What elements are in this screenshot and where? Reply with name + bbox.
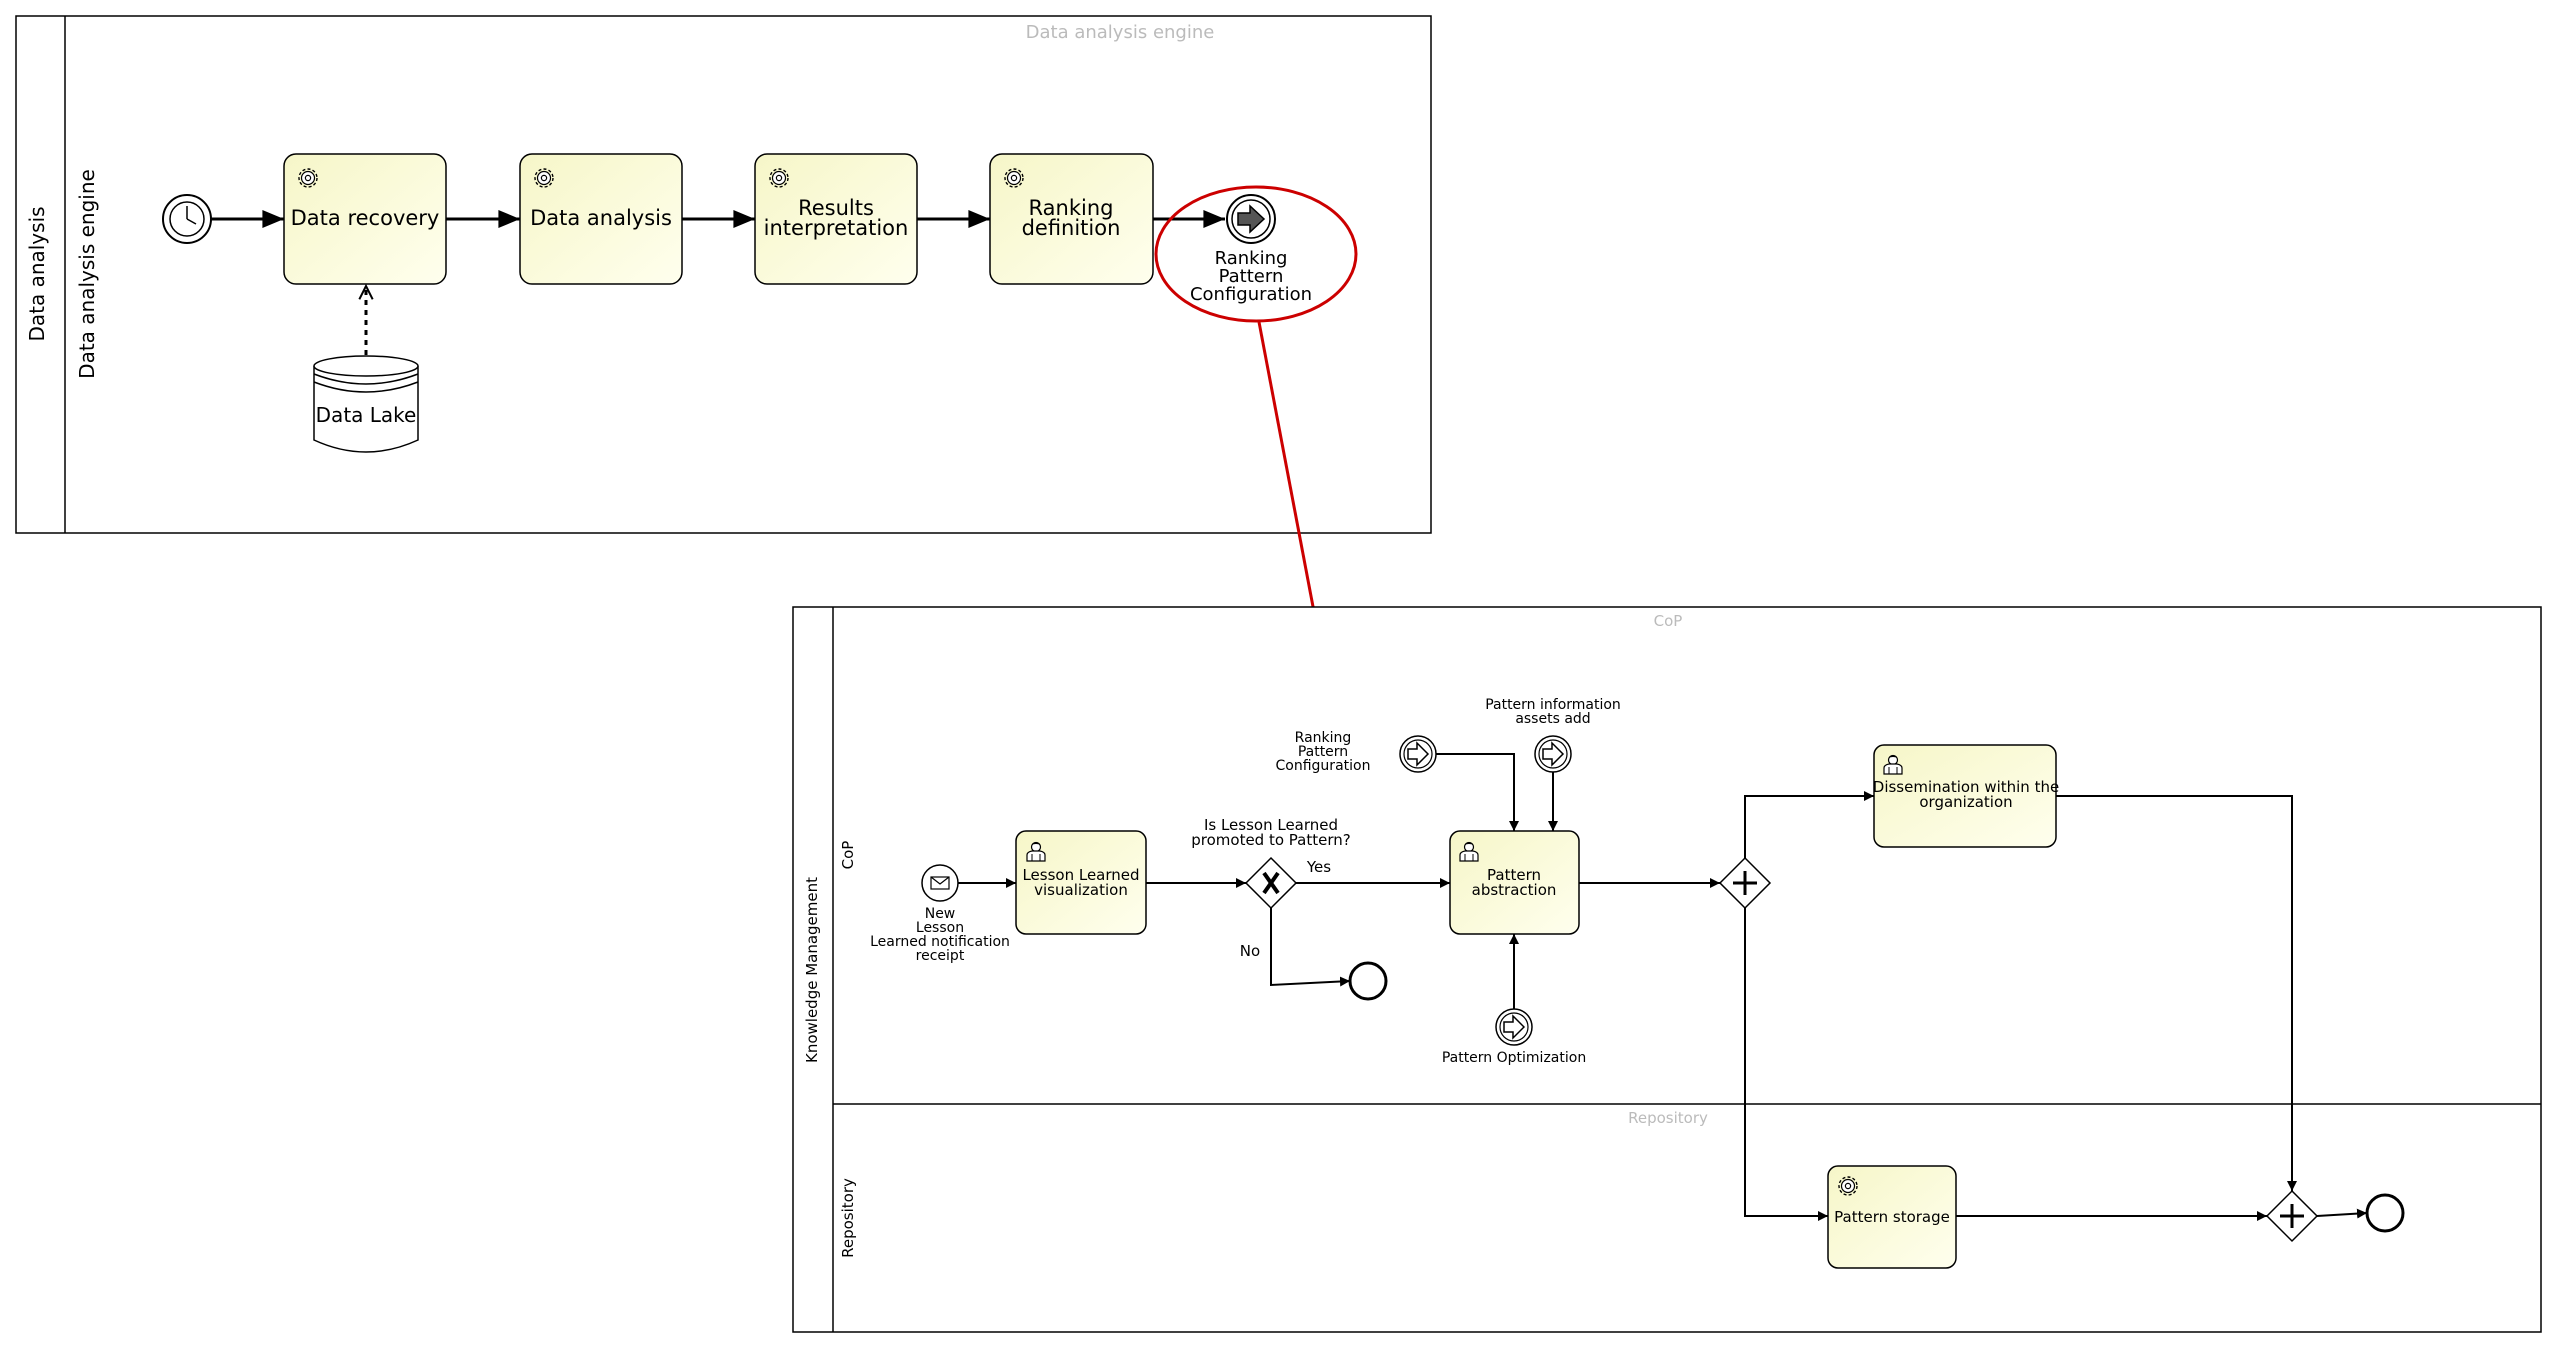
plus-icon (2280, 1204, 2304, 1228)
data-lake-label: Data Lake (316, 403, 417, 427)
x-icon (1262, 871, 1280, 895)
highlight-ellipse (1154, 185, 1358, 323)
no-label: No (1240, 942, 1260, 960)
pool-knowledge-management-label: Knowledge Management (803, 877, 821, 1063)
lane-repository-header: Repository (1628, 1109, 1708, 1127)
task-data-analysis-label: Data analysis (530, 206, 672, 230)
arrow-right-icon (1237, 204, 1266, 234)
pool-knowledge-management[interactable]: Knowledge Management CoP Repository CoP … (792, 606, 2542, 1333)
event-optimization-label: Pattern Optimization (1442, 1050, 1586, 1066)
task-data-recovery-label: Data recovery (291, 206, 440, 230)
event-pattern-optimization[interactable]: Pattern Optimization (1442, 1008, 1586, 1066)
pool-data-analysis[interactable]: Data analysis Data analysis engine Data … (15, 15, 1432, 534)
lane-data-analysis-engine-header: Data analysis engine (1026, 22, 1215, 43)
pool-data-analysis-label: Data analysis (25, 206, 49, 341)
lane-data-analysis-engine-label: Data analysis engine (75, 169, 99, 379)
plus-icon (1733, 871, 1757, 895)
lane-repository-label: Repository (839, 1178, 857, 1258)
data-store-data-lake[interactable]: Data Lake (313, 355, 419, 453)
parallel-gateway-join[interactable] (2265, 1189, 2319, 1243)
lane-cop-label: CoP (839, 841, 857, 870)
task-pattern-storage[interactable]: Pattern storage (1827, 1165, 1957, 1269)
lane-cop-header: CoP (1654, 612, 1683, 630)
task-data-recovery[interactable]: Data recovery (283, 153, 447, 285)
end-event-no[interactable] (1348, 961, 1388, 1001)
task-pattern-storage-label: Pattern storage (1834, 1208, 1950, 1226)
arrow-right-icon (1542, 741, 1565, 767)
task-data-analysis[interactable]: Data analysis (519, 153, 683, 285)
yes-label: Yes (1306, 858, 1331, 876)
end-event-final[interactable] (2365, 1193, 2405, 1233)
arrow-right-icon (1503, 1014, 1526, 1040)
arrow-right-icon (1407, 741, 1430, 767)
timer-start-event[interactable] (162, 194, 212, 244)
